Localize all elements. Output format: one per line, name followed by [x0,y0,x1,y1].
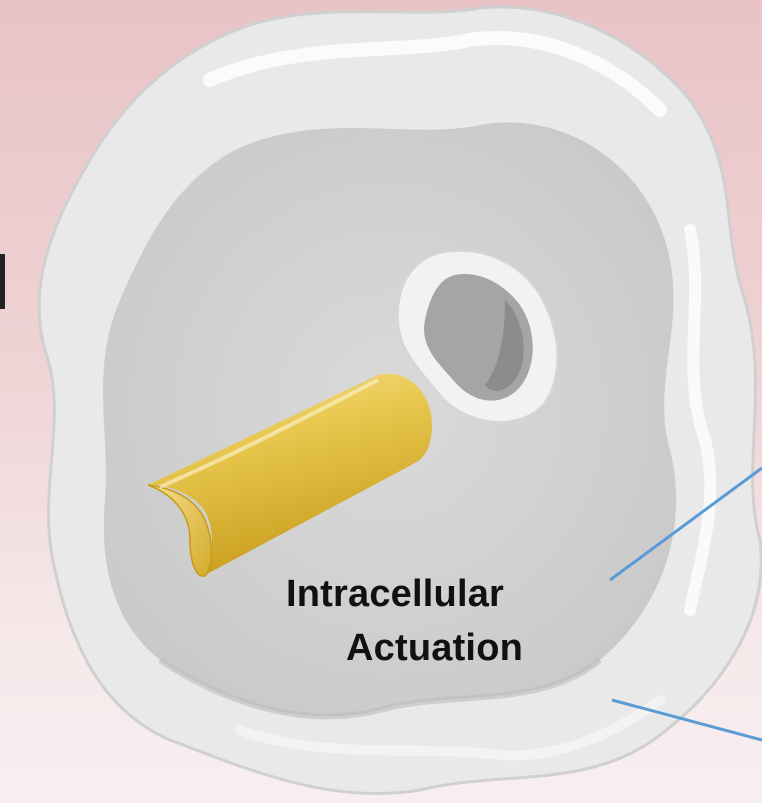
label-intracellular: Intracellular [286,572,504,616]
edge-mark [0,254,5,309]
label-actuation: Actuation [346,626,523,670]
